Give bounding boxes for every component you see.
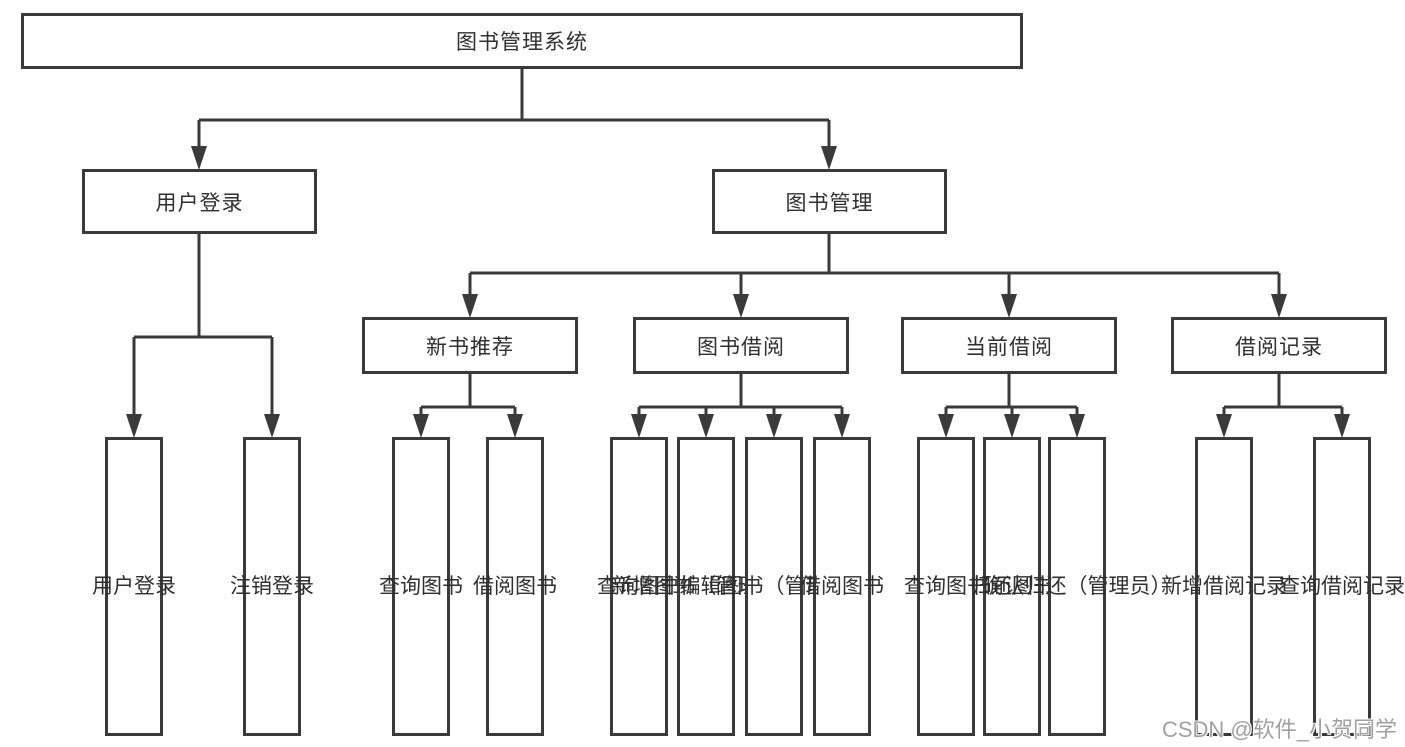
node-book-management: 图书管理 [712, 169, 947, 234]
node-leaf-add-borrow-record: 新增借阅记录 [1161, 437, 1287, 736]
arrowheads [126, 146, 1350, 438]
node-new-book-recommend: 新书推荐 [362, 317, 578, 374]
node-leaf-user-login: 用户登录 [92, 437, 176, 736]
node-leaf-confirm-return-admin: 确认归还（管理员） [983, 437, 1172, 736]
csdn-watermark: CSDN @软件_小贺同学 [1161, 717, 1397, 742]
node-leaf-query-books-borrow: 查询图书 [597, 437, 681, 736]
node-leaf-query-books-recommend: 查询图书 [379, 437, 463, 736]
node-leaf-logout: 注销登录 [230, 437, 314, 736]
node-leaf-borrow-books-recommend: 借阅图书 [473, 437, 557, 736]
node-current-borrow: 当前借阅 [901, 317, 1117, 374]
node-book-management-system: 图书管理系统 [21, 13, 1023, 69]
node-leaf-borrow-books: 借阅图书 [800, 437, 884, 736]
node-borrow-records: 借阅记录 [1171, 317, 1387, 374]
node-leaf-query-books-current: 查询图书 [904, 437, 988, 736]
node-leaf-return-books: 归还图书 [970, 437, 1054, 736]
node-book-borrow: 图书借阅 [633, 317, 849, 374]
node-leaf-query-borrow-record: 查询借阅记录 [1279, 437, 1405, 736]
node-user-login: 用户登录 [82, 169, 317, 234]
